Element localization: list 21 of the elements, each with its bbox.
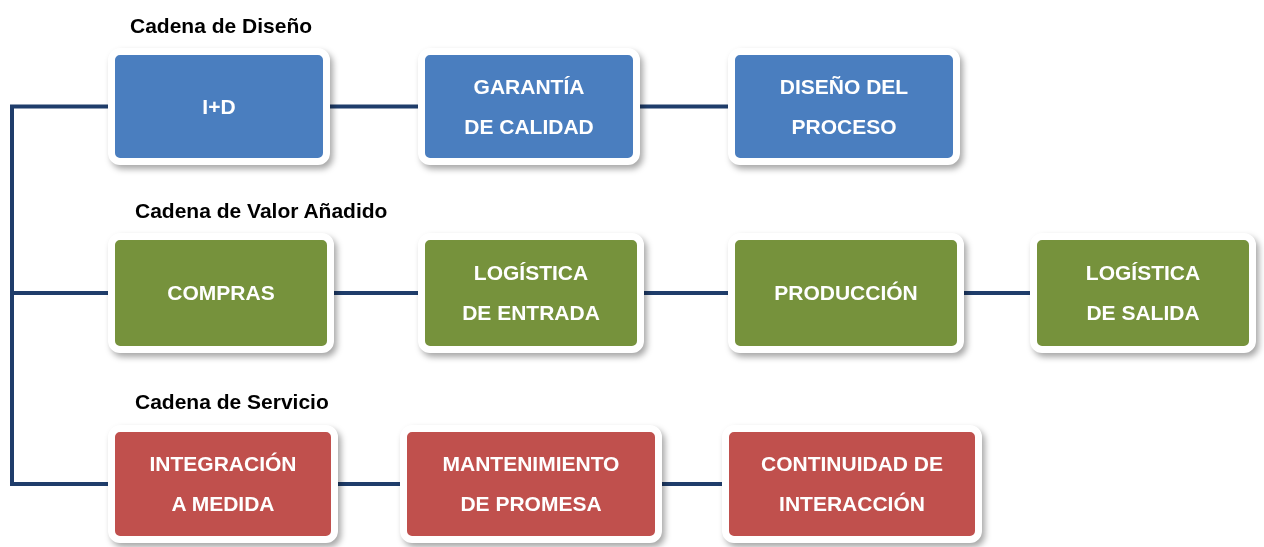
- box-label: MANTENIMIENTO DE PROMESA: [441, 451, 621, 517]
- connector-line: [662, 482, 722, 486]
- box-label: INTEGRACIÓN A MEDIDA: [148, 451, 298, 517]
- connector-line: [964, 291, 1030, 295]
- box-label: DISEÑO DEL PROCESO: [778, 73, 910, 140]
- box-label: I+D: [202, 93, 236, 120]
- connector-line: [338, 482, 400, 486]
- connector-line: [10, 291, 108, 486]
- connector-line: [644, 291, 728, 295]
- connector-line: [334, 291, 418, 295]
- box-label: LOGÍSTICA DE ENTRADA: [461, 260, 601, 326]
- box-label: LOGÍSTICA DE SALIDA: [1084, 260, 1202, 326]
- box-label: COMPRAS: [167, 280, 275, 306]
- box-label: GARANTÍA DE CALIDAD: [463, 73, 595, 140]
- connector-line: [640, 104, 728, 109]
- row-heading: Cadena de Servicio: [135, 389, 329, 415]
- row-heading: Cadena de Diseño: [130, 13, 313, 39]
- connector-line: [330, 104, 418, 109]
- row-heading: Cadena de Valor Añadido: [135, 198, 388, 224]
- box-label: PRODUCCIÓN: [774, 280, 918, 306]
- box-label: CONTINUIDAD DE INTERACCIÓN: [760, 451, 944, 517]
